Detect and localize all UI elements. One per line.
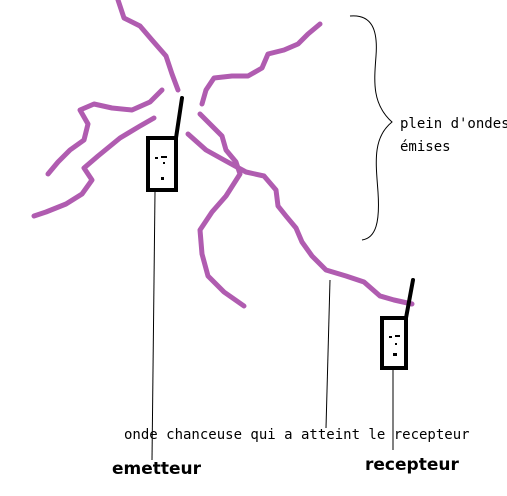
wave-middle (197, 111, 247, 309)
leader-lines (151, 191, 394, 461)
receiver-device (380, 278, 415, 370)
wave-left-upper (45, 87, 165, 177)
wave-top (115, 0, 181, 93)
emitter-eye-left (155, 157, 158, 159)
emitter-mouth (163, 162, 165, 164)
receiver-mouth (395, 343, 397, 345)
wave-upper-right (199, 21, 323, 107)
receiver-speaker (393, 353, 397, 356)
waves-note-label: plein d'ondes (400, 116, 507, 132)
emitter-device (146, 96, 184, 192)
emitted-waves (31, 0, 415, 309)
lucky-wave-leader-line (325, 279, 331, 429)
receiver-antenna (404, 278, 415, 320)
emitter-leader-line (151, 191, 156, 461)
lucky-wave-label: onde chanceuse qui a atteint le recepteu… (124, 427, 470, 443)
receiver-label: recepteur (365, 455, 459, 475)
curly-brace (349, 15, 393, 241)
emitter-eye-right (161, 156, 167, 158)
emitter-antenna (174, 96, 184, 140)
waves-note-label-2: émises (400, 139, 451, 155)
wave-left-lower (31, 115, 157, 219)
emitter-label: emetteur (112, 459, 202, 479)
receiver-eye-right (395, 335, 400, 337)
emitter-speaker (161, 177, 164, 180)
receiver-eye-left (389, 336, 392, 338)
wave-lucky (185, 131, 415, 307)
walkie-talkie-icon (146, 136, 178, 192)
walkie-talkie-icon (380, 316, 408, 370)
